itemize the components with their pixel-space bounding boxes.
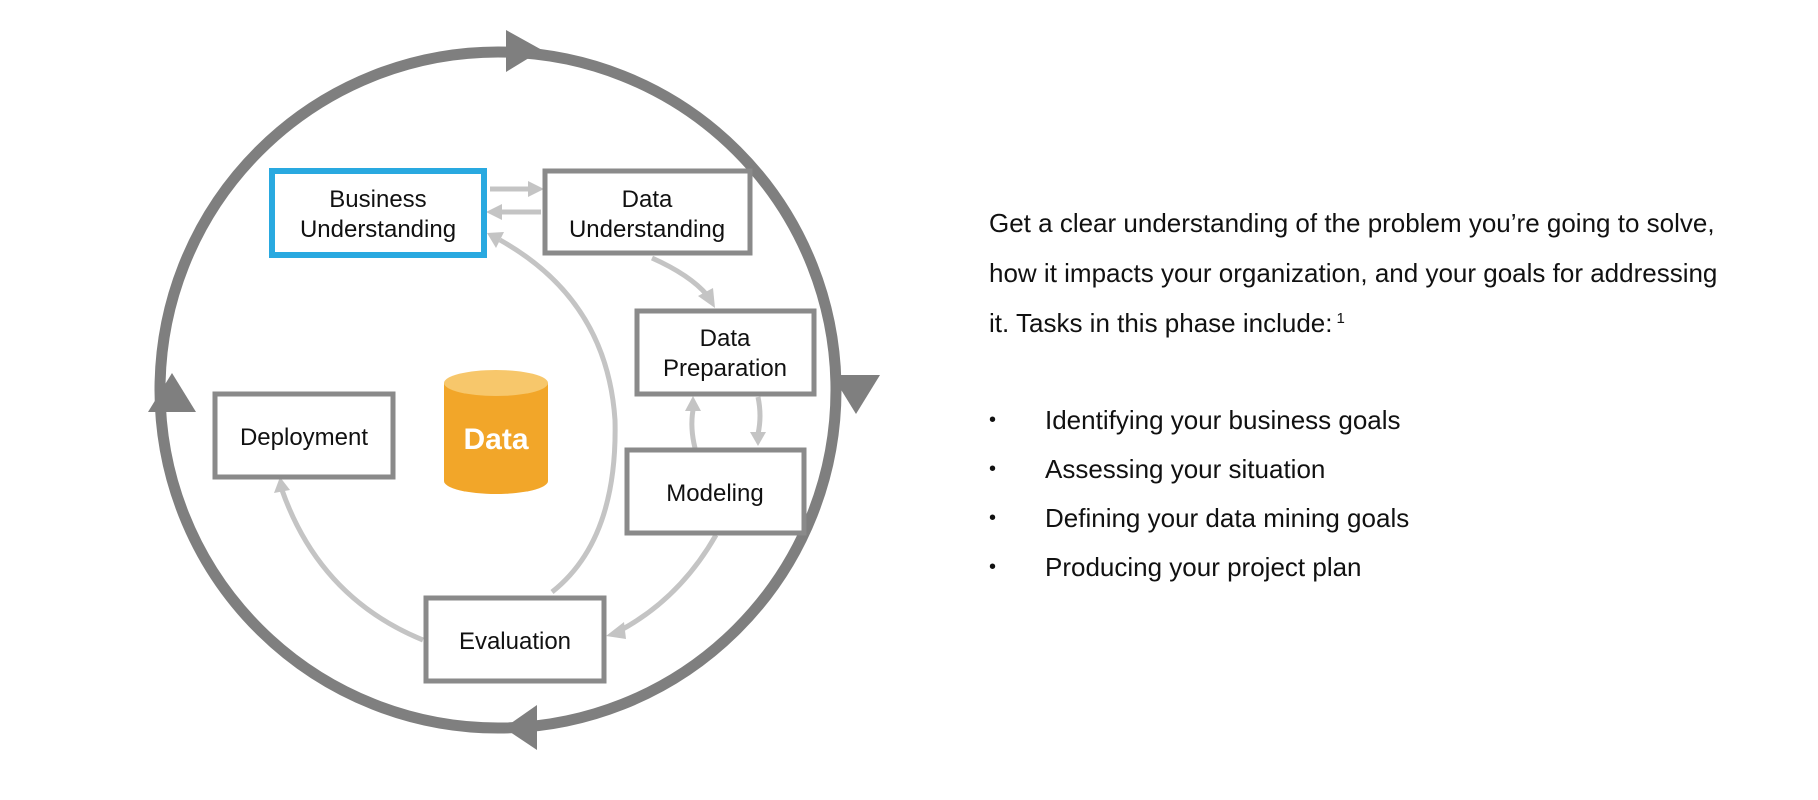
business-understanding-box	[269, 168, 487, 258]
arrow-modeling-to-evaluation-head	[606, 622, 626, 639]
list-item: • Producing your project plan	[989, 543, 1789, 592]
evaluation-label: Evaluation	[459, 628, 571, 655]
list-item: • Defining your data mining goals	[989, 494, 1789, 543]
bullet-icon: •	[989, 507, 997, 529]
arrow-du-to-dp-head	[698, 288, 715, 308]
arrow-modeling-to-dp	[689, 409, 698, 449]
arrow-evaluation-to-bu-head	[487, 232, 504, 248]
data-understanding-label-line1: Data	[622, 186, 673, 213]
deployment-box	[212, 391, 396, 480]
business-understanding-label-line1: Business	[329, 186, 426, 213]
phase-description-intro: Get a clear understanding of the problem…	[989, 208, 1718, 338]
data-cylinder-body	[444, 383, 548, 494]
arrow-bu-to-du-head	[528, 181, 544, 197]
cycle-arrowhead-bottom	[504, 705, 537, 750]
arrow-evaluation-to-deployment-head	[274, 477, 290, 493]
task-text: Producing your project plan	[1045, 552, 1362, 582]
data-preparation-label-line1: Data	[700, 325, 751, 352]
footnote-marker: 1	[1336, 310, 1345, 327]
task-text: Identifying your business goals	[1045, 405, 1401, 435]
business-understanding-label-line2: Understanding	[300, 216, 456, 243]
bullet-icon: •	[989, 458, 997, 480]
data-understanding-label-line2: Understanding	[569, 216, 725, 243]
arrow-dp-to-modeling	[755, 396, 763, 435]
list-item: • Assessing your situation	[989, 445, 1789, 494]
outer-cycle-ring	[154, 46, 842, 734]
data-understanding-box	[542, 168, 753, 256]
phase-description-panel: Get a clear understanding of the problem…	[989, 198, 1789, 592]
arrow-modeling-to-dp-head	[685, 396, 701, 411]
bullet-icon: •	[989, 409, 997, 431]
arrow-evaluation-to-deployment	[279, 489, 424, 643]
modeling-label: Modeling	[666, 480, 763, 507]
evaluation-box	[423, 595, 607, 684]
task-text: Assessing your situation	[1045, 454, 1326, 484]
deployment-label: Deployment	[240, 424, 368, 451]
phase-description-text: Get a clear understanding of the problem…	[989, 198, 1789, 348]
arrow-dp-to-modeling-head	[750, 432, 766, 446]
data-preparation-box	[634, 308, 817, 397]
data-cylinder-label: Data	[463, 423, 528, 456]
data-preparation-label-line2: Preparation	[663, 355, 787, 382]
data-cylinder-top	[444, 370, 548, 396]
cycle-arrowhead-left	[148, 373, 196, 412]
task-text: Defining your data mining goals	[1045, 503, 1410, 533]
task-list: • Identifying your business goals • Assess…	[989, 396, 1789, 592]
cycle-arrowhead-right	[832, 375, 880, 414]
modeling-box	[624, 447, 807, 536]
arrow-evaluation-to-bu	[498, 237, 618, 594]
arrow-modeling-to-evaluation	[619, 533, 719, 633]
arrow-du-to-dp	[650, 255, 709, 297]
cycle-arrowhead-top	[506, 30, 542, 72]
arrow-du-to-bu-head	[486, 204, 502, 220]
bullet-icon: •	[989, 556, 997, 578]
list-item: • Identifying your business goals	[989, 396, 1789, 445]
